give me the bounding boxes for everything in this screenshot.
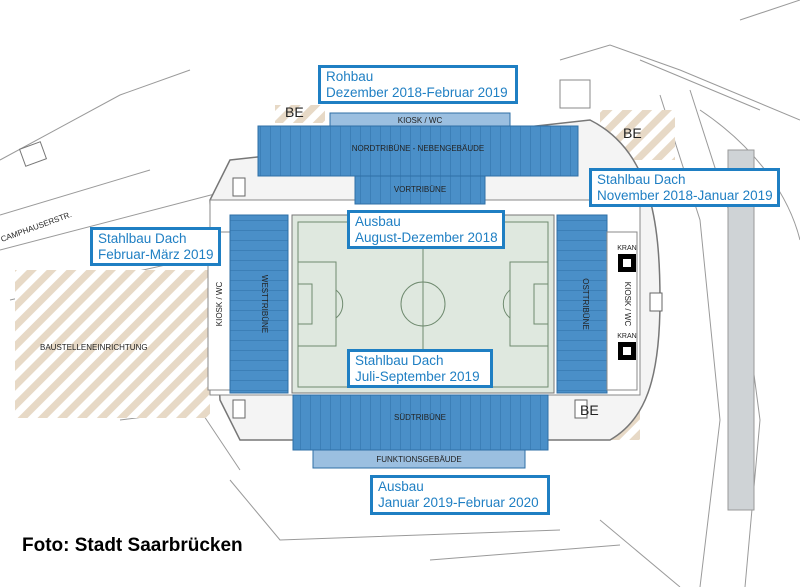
callout-ausbau-vortribuene: Ausbau August-Dezember 2018 xyxy=(347,210,505,249)
callout-stahlbau-ost: Stahlbau Dach November 2018-Januar 2019 xyxy=(589,168,780,207)
label-be-right: BE xyxy=(623,125,642,141)
vortribuene xyxy=(354,175,486,205)
photo-credit: Foto: Stadt Saarbrücken xyxy=(22,535,243,556)
label-be-top: BE xyxy=(285,104,304,120)
label-nordtribuene: NORDTRIBÜNE - NEBENGEBÄUDE xyxy=(352,144,484,153)
callout-stahlbau-west-line2: Februar-März 2019 xyxy=(98,247,214,262)
building-outline xyxy=(559,79,591,109)
funktionsgebaeude xyxy=(312,449,526,469)
callout-ausbau-vortribuene-line1: Ausbau xyxy=(355,214,401,229)
suedtribuene xyxy=(292,394,549,451)
callout-ausbau-vortribuene-line2: August-Dezember 2018 xyxy=(355,230,498,245)
callout-rohbau-line2: Dezember 2018-Februar 2019 xyxy=(326,85,508,100)
crane-1-icon-inner xyxy=(623,259,631,267)
callout-stahlbau-ost-line1: Stahlbau Dach xyxy=(597,172,686,187)
label-baustelle: BAUSTELLENEINRICHTUNG xyxy=(40,343,148,352)
callout-stahlbau-sued-line2: Juli-September 2019 xyxy=(355,369,480,384)
rail-strip xyxy=(727,149,755,511)
label-vortribuene: VORTRIBÜNE xyxy=(394,185,446,194)
building-outline xyxy=(18,141,48,167)
label-be-bottom: BE xyxy=(580,402,599,418)
callout-stahlbau-west: Stahlbau Dach Februar-März 2019 xyxy=(90,227,221,266)
access-markers xyxy=(232,177,663,419)
label-westtribuene: WESTTRIBÜNE xyxy=(260,275,269,333)
callout-ausbau-sued: Ausbau Januar 2019-Februar 2020 xyxy=(370,475,550,515)
label-street: CAMPHAUSERSTR. xyxy=(0,210,73,244)
callout-stahlbau-ost-line2: November 2018-Januar 2019 xyxy=(597,188,773,203)
callout-ausbau-sued-line2: Januar 2019-Februar 2020 xyxy=(378,495,539,510)
callout-rohbau: Rohbau Dezember 2018-Februar 2019 xyxy=(318,65,518,104)
westtribuene xyxy=(229,214,289,394)
label-kran-1: KRAN xyxy=(617,245,636,252)
label-kran-2: KRAN xyxy=(617,333,636,340)
callout-stahlbau-sued-line1: Stahlbau Dach xyxy=(355,353,444,368)
callout-stahlbau-west-line1: Stahlbau Dach xyxy=(98,231,187,246)
label-kiosk-west: KIOSK / WC xyxy=(215,282,224,327)
baustelle-area-north xyxy=(275,105,325,123)
callout-rohbau-line1: Rohbau xyxy=(326,69,374,84)
baustelle-area-west xyxy=(15,270,210,418)
label-suedtribuene: SÜDTRIBÜNE xyxy=(394,413,446,422)
label-kiosk-north: KIOSK / WC xyxy=(398,116,443,125)
callout-stahlbau-sued: Stahlbau Dach Juli-September 2019 xyxy=(347,349,493,388)
label-osttribuene: OSTTRIBÜNE xyxy=(581,278,590,330)
osttribuene xyxy=(556,214,608,394)
label-funktionsgebaeude: FUNKTIONSGEBÄUDE xyxy=(376,455,461,464)
callout-ausbau-sued-line1: Ausbau xyxy=(378,479,424,494)
label-kiosk-east: KIOSK / WC xyxy=(623,282,632,327)
crane-2-icon-inner xyxy=(623,347,631,355)
